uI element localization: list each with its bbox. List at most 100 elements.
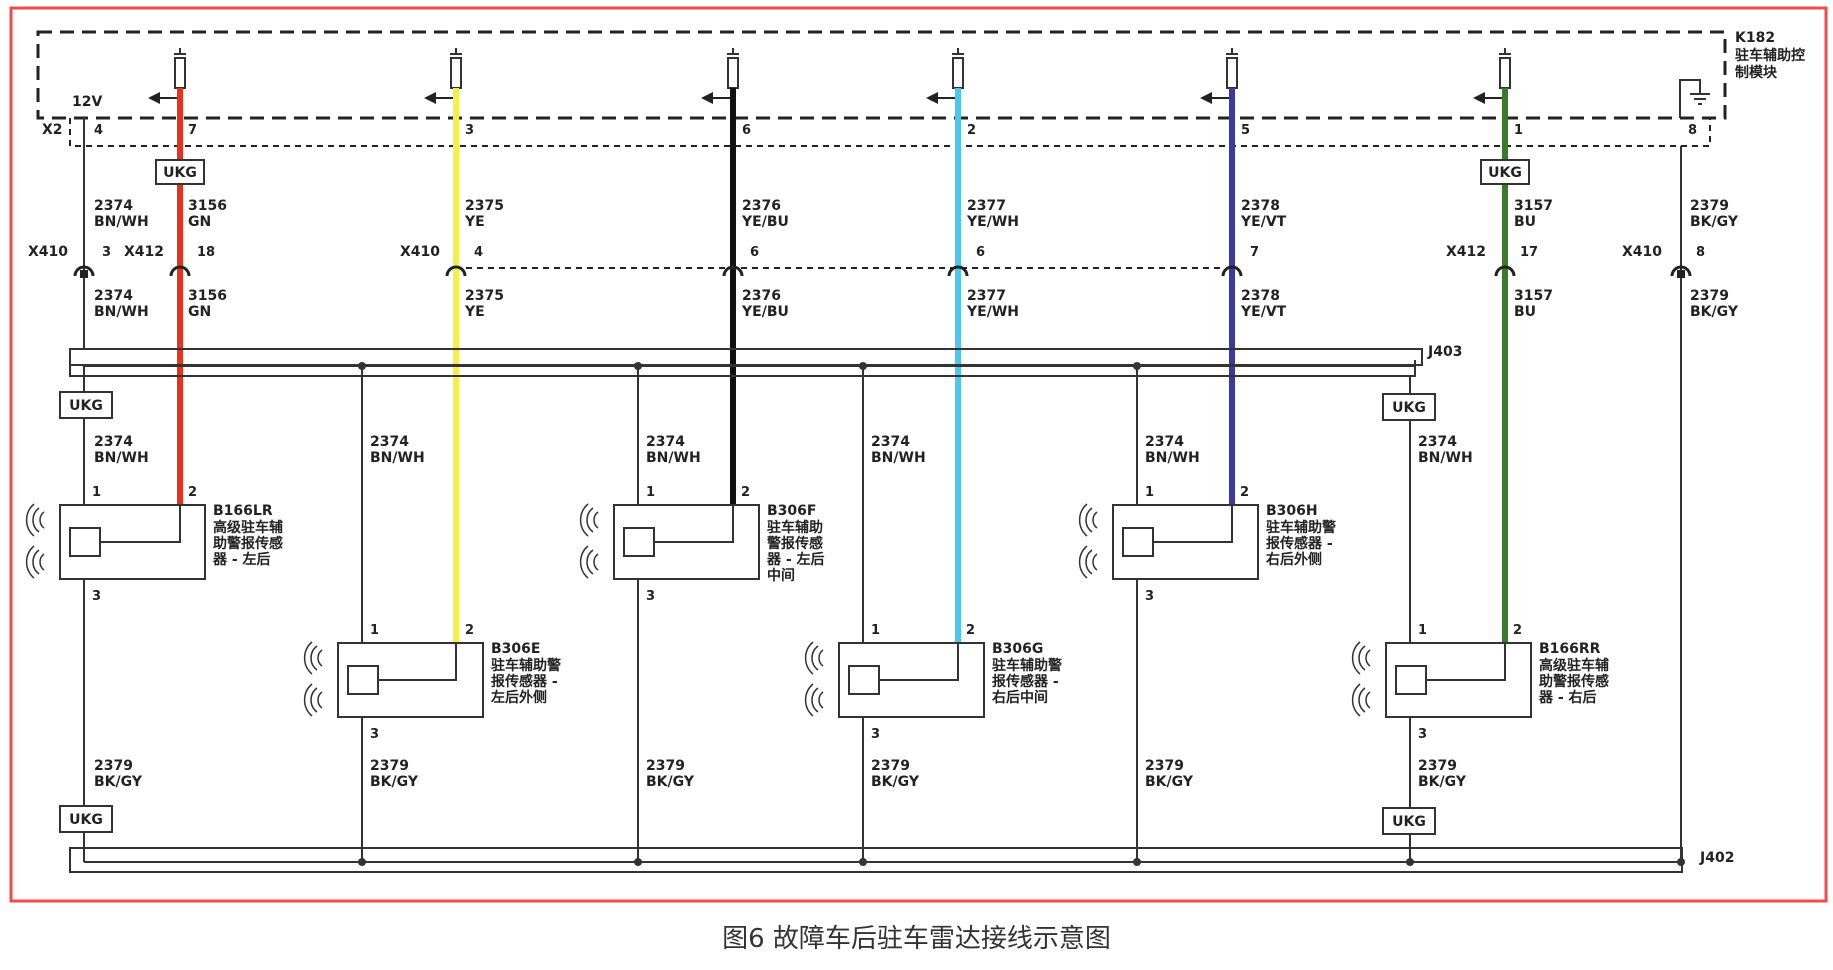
- inline-x410-c-name: X410: [1622, 244, 1662, 260]
- svg-text:UKG: UKG: [163, 165, 197, 181]
- sensor-b306h-desc: 驻车辅助警: [1266, 519, 1336, 536]
- sensor-b166lr-pin3: 3: [92, 589, 101, 604]
- sensor-b166lr-desc: 器 - 左后: [212, 551, 271, 568]
- svg-text:2374: 2374: [94, 198, 133, 214]
- svg-text:BK/GY: BK/GY: [1145, 774, 1194, 790]
- inline-x410-c-pin: 8: [1696, 245, 1705, 260]
- sensor-b306h-pin2: 2: [1240, 485, 1249, 500]
- inline-x412-b-pin: 17: [1520, 245, 1538, 260]
- svg-text:2379: 2379: [646, 758, 685, 774]
- sensor-b166rr-id: B166RR: [1539, 641, 1601, 657]
- svg-text:GN: GN: [188, 214, 211, 230]
- inline-pin-6: 6: [976, 245, 985, 260]
- supply-12v-label: 12V: [72, 94, 102, 110]
- svg-text:BK/GY: BK/GY: [1690, 304, 1739, 320]
- svg-text:BN/WH: BN/WH: [871, 450, 926, 466]
- diagram-frame: [9, 6, 1828, 903]
- svg-text:YE/BU: YE/BU: [741, 304, 789, 320]
- inline-x412-b-name: X412: [1446, 244, 1486, 260]
- sensor-b306g-pin1: 1: [871, 623, 880, 638]
- module-pin-7: 7: [188, 123, 197, 138]
- splice-dots: [358, 858, 1685, 866]
- sensor-b306e-pin1: 1: [370, 623, 379, 638]
- ground-labels: 2379 BK/GY 2379 BK/GY 2379 BK/GY 2379 BK…: [94, 758, 1467, 790]
- module-id: K182: [1735, 30, 1775, 46]
- sensor-b306f-pin3: 3: [646, 589, 655, 604]
- pin-icon: [449, 47, 463, 89]
- sensor-b306e-pin2: 2: [465, 623, 474, 638]
- sensor-b306h-desc: 报传感器 -: [1266, 535, 1333, 552]
- svg-text:GN: GN: [188, 304, 211, 320]
- svg-text:2379: 2379: [94, 758, 133, 774]
- ground-icon: [1679, 79, 1710, 118]
- svg-text:2379: 2379: [1690, 198, 1729, 214]
- svg-text:BN/WH: BN/WH: [94, 304, 149, 320]
- sensor-b306h-pin3: 3: [1145, 589, 1154, 604]
- sensor-b306f-desc: 中间: [767, 567, 795, 584]
- module-pin-6: 6: [742, 123, 751, 138]
- module-pin-1: 1: [1514, 123, 1523, 138]
- svg-text:2379: 2379: [871, 758, 910, 774]
- splice-j402: [69, 847, 1683, 873]
- sensor-b306h-desc: 右后外侧: [1265, 551, 1322, 568]
- module-pin-2: 2: [967, 123, 976, 138]
- ukg-box: UKG: [59, 805, 113, 833]
- sensor-b166rr: [1351, 641, 1532, 718]
- sensor-b166lr-pin2: 2: [188, 485, 197, 500]
- sensor-b166rr-pin3: 3: [1418, 727, 1427, 742]
- sensor-b306g-id: B306G: [992, 641, 1043, 657]
- ukg-box: UKG: [1382, 393, 1436, 421]
- sensor-b306e-desc: 左后外侧: [490, 689, 547, 706]
- svg-text:BK/GY: BK/GY: [370, 774, 419, 790]
- svg-text:BN/WH: BN/WH: [1145, 450, 1200, 466]
- sensor-b166lr: [25, 503, 206, 580]
- module-outline: [36, 30, 1727, 120]
- module-pin-4: 4: [94, 123, 103, 138]
- svg-text:3157: 3157: [1514, 198, 1553, 214]
- module-pin-8: 8: [1688, 123, 1697, 138]
- inline-x410-a-pin: 3: [102, 245, 111, 260]
- connector-x2-label: X2: [42, 122, 63, 138]
- ukg-box: UKG: [155, 159, 205, 185]
- sensor-b306g-pin3: 3: [871, 727, 880, 742]
- ukg-box: UKG: [59, 391, 113, 419]
- inline-x410-a-name: X410: [28, 244, 68, 260]
- sensor-b306h-pin1: 1: [1145, 485, 1154, 500]
- svg-text:3157: 3157: [1514, 288, 1553, 304]
- svg-text:3156: 3156: [188, 198, 227, 214]
- svg-text:2376: 2376: [742, 198, 781, 214]
- sensor-b306f-desc: 器 - 左后: [766, 551, 825, 568]
- sensor-b166rr-pin1: 1: [1418, 623, 1427, 638]
- svg-text:YE/BU: YE/BU: [741, 214, 789, 230]
- sensor-b306f-id: B306F: [767, 503, 816, 519]
- svg-text:2376: 2376: [742, 288, 781, 304]
- sensor-b306f-desc: 警报传感: [767, 535, 823, 552]
- svg-text:YE: YE: [464, 214, 485, 230]
- inline-x410-b-name: X410: [400, 244, 440, 260]
- module-name-line1: 驻车辅助控: [1735, 47, 1805, 64]
- sensor-b306g-pin2: 2: [966, 623, 975, 638]
- sensor-b306g-desc: 右后中间: [991, 689, 1048, 706]
- sensor-b306h: [1078, 503, 1259, 580]
- sensor-b306g: [804, 641, 985, 718]
- pin-icon: [1225, 47, 1239, 89]
- sensor-b306f: [579, 503, 760, 580]
- svg-text:BK/GY: BK/GY: [94, 774, 143, 790]
- inline-x412-a-name: X412: [124, 244, 164, 260]
- module-name-line2: 制模块: [1735, 64, 1778, 81]
- sensor-b166rr-pin2: 2: [1513, 623, 1522, 638]
- svg-text:BN/WH: BN/WH: [1418, 450, 1473, 466]
- splice-j402-label: J402: [1699, 850, 1734, 866]
- sensor-b306h-id: B306H: [1266, 503, 1318, 519]
- svg-text:UKG: UKG: [1392, 814, 1426, 830]
- svg-text:2375: 2375: [465, 288, 504, 304]
- svg-text:2379: 2379: [1418, 758, 1457, 774]
- svg-text:2378: 2378: [1241, 198, 1280, 214]
- svg-text:YE/WH: YE/WH: [966, 304, 1019, 320]
- pin-icon: [951, 47, 965, 89]
- svg-text:BK/GY: BK/GY: [646, 774, 695, 790]
- svg-text:YE/WH: YE/WH: [966, 214, 1019, 230]
- ukg-box: UKG: [1480, 159, 1530, 185]
- svg-text:2378: 2378: [1241, 288, 1280, 304]
- sensor-b166rr-desc: 助警报传感: [1539, 673, 1609, 690]
